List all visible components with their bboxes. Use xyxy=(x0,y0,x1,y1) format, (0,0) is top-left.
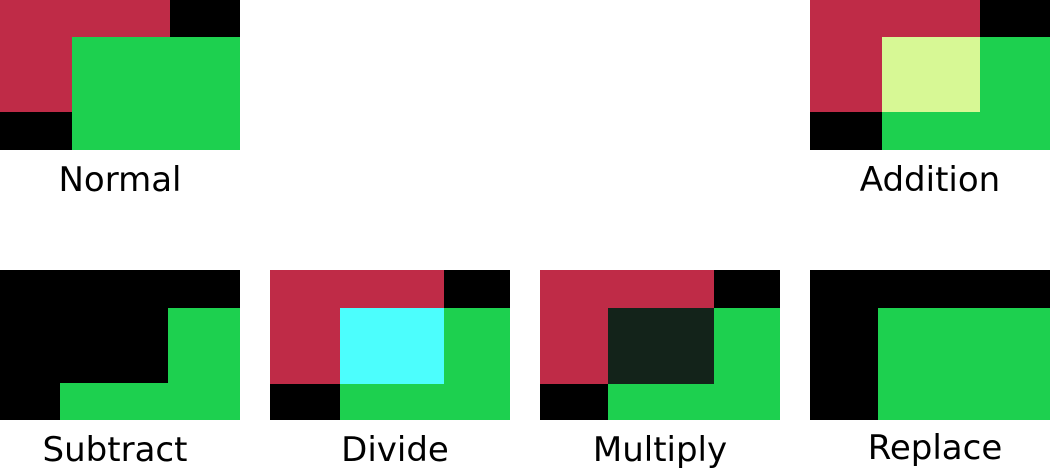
green-layer-lower xyxy=(60,383,240,420)
overlap-region xyxy=(882,37,980,112)
green-layer xyxy=(878,308,1050,420)
addition-label: Addition xyxy=(859,160,1001,200)
overlap-region xyxy=(608,308,714,384)
overlap-region xyxy=(340,308,444,384)
normal-blend-preview xyxy=(0,0,240,150)
addition-blend-preview xyxy=(810,0,1050,150)
normal-label: Normal xyxy=(58,160,182,200)
subtract-label: Subtract xyxy=(42,430,188,470)
multiply-blend-preview xyxy=(540,270,780,420)
green-layer xyxy=(72,37,240,150)
multiply-label: Multiply xyxy=(592,430,728,470)
divide-label: Divide xyxy=(341,430,449,470)
divide-blend-preview xyxy=(270,270,510,420)
replace-label: Replace xyxy=(867,428,1003,468)
replace-blend-preview xyxy=(810,270,1050,420)
subtract-blend-preview xyxy=(0,270,240,420)
